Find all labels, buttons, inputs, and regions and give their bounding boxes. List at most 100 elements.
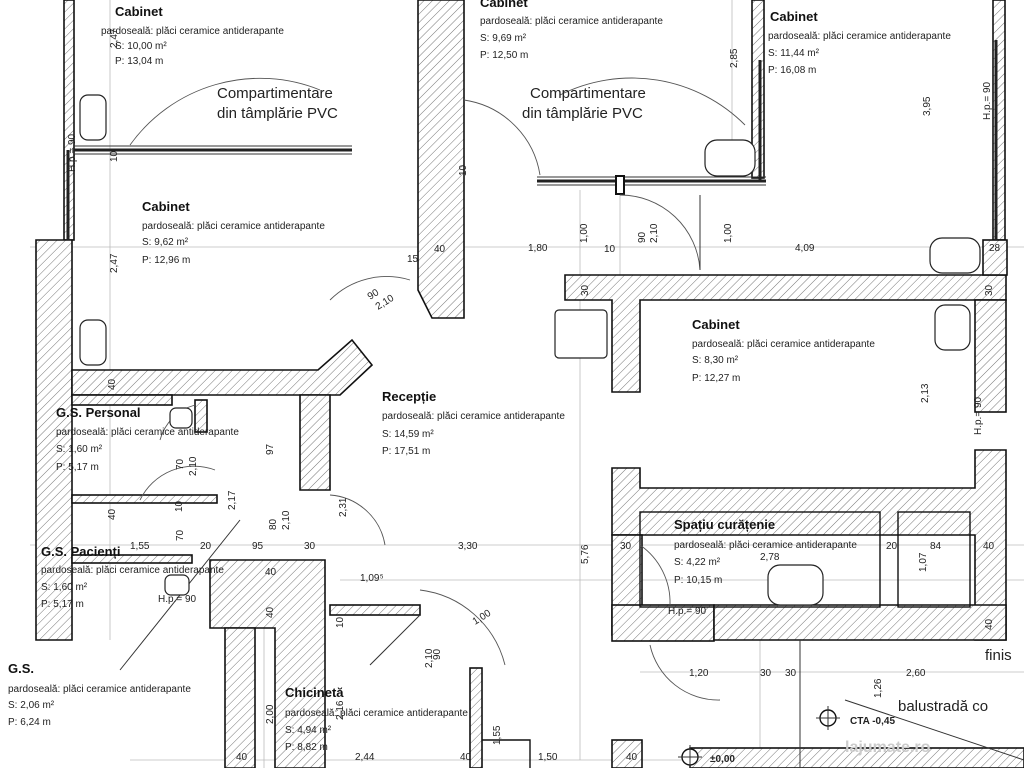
svg-text:2,10: 2,10 [649, 223, 660, 243]
svg-text:Cabinet: Cabinet [480, 0, 528, 10]
annotations: Compartimentare din tâmplărie PVC Compar… [217, 85, 1012, 765]
svg-text:P: 10,15 m: P: 10,15 m [674, 575, 722, 586]
svg-text:2,44: 2,44 [355, 752, 375, 763]
svg-text:40: 40 [434, 244, 446, 255]
room-spatiu-curatenie: Spațiu curățenie pardoseală: plăci ceram… [674, 517, 857, 586]
room-cabinet-1: Cabinet pardoseală: plăci ceramice antid… [101, 4, 284, 67]
svg-text:H.p.= 90: H.p.= 90 [668, 606, 707, 617]
svg-text:pardoseală: plăci ceramice ant: pardoseală: plăci ceramice antiderapante [382, 411, 565, 422]
svg-text:1,55: 1,55 [130, 541, 150, 552]
svg-text:pardoseală: plăci ceramice ant: pardoseală: plăci ceramice antiderapante [41, 565, 224, 576]
svg-text:Cabinet: Cabinet [115, 4, 163, 19]
svg-text:2,00: 2,00 [265, 704, 276, 724]
sink-icon [934, 304, 971, 351]
svg-text:2,47: 2,47 [109, 253, 120, 273]
svg-text:30: 30 [304, 541, 316, 552]
svg-text:5,76: 5,76 [580, 544, 591, 564]
svg-text:90: 90 [637, 231, 648, 243]
svg-text:1,26: 1,26 [873, 678, 884, 698]
svg-text:Cabinet: Cabinet [142, 199, 190, 214]
svg-text:3,95: 3,95 [922, 96, 933, 116]
svg-text:G.S.: G.S. [8, 661, 34, 676]
svg-text:70: 70 [175, 529, 186, 541]
room-gs-pacienti: G.S. Pacienți pardoseală: plăci ceramice… [41, 544, 224, 610]
svg-text:P: 12,27 m: P: 12,27 m [692, 373, 740, 384]
svg-text:2,17: 2,17 [227, 490, 238, 510]
room-gs-personal: G.S. Personal pardoseală: plăci ceramice… [56, 405, 239, 473]
svg-text:1,07: 1,07 [918, 552, 929, 572]
svg-text:2,10: 2,10 [281, 510, 292, 530]
svg-text:1,80: 1,80 [528, 243, 548, 254]
svg-text:G.S. Personal: G.S. Personal [56, 405, 141, 420]
svg-text:40: 40 [460, 752, 472, 763]
svg-text:pardoseală: plăci ceramice ant: pardoseală: plăci ceramice antiderapante [674, 540, 857, 551]
svg-text:40: 40 [107, 378, 118, 390]
svg-text:P: 6,24 m: P: 6,24 m [8, 717, 51, 728]
svg-text:30: 30 [984, 284, 995, 296]
svg-text:30: 30 [785, 668, 797, 679]
svg-text:pardoseală: plăci ceramice ant: pardoseală: plăci ceramice antiderapante [8, 684, 191, 695]
room-cabinet-4: Cabinet pardoseală: plăci ceramice antid… [768, 9, 951, 76]
svg-text:40: 40 [984, 618, 995, 630]
svg-text:10: 10 [458, 164, 469, 176]
chair-icon [554, 309, 608, 359]
svg-text:Compartimentare: Compartimentare [217, 85, 333, 102]
svg-text:pardoseală: plăci ceramice ant: pardoseală: plăci ceramice antiderapante [101, 26, 284, 37]
room-gs: G.S. pardoseală: plăci ceramice antidera… [8, 661, 191, 728]
svg-text:S: 4,94 m²: S: 4,94 m² [285, 725, 332, 736]
sanitary-fixtures [79, 94, 981, 606]
svg-text:1,00: 1,00 [579, 223, 590, 243]
svg-text:2,47: 2,47 [109, 28, 120, 48]
svg-text:20: 20 [886, 541, 898, 552]
svg-text:1,00: 1,00 [723, 223, 734, 243]
svg-text:finis: finis [985, 647, 1012, 664]
svg-text:balustradă co: balustradă co [898, 698, 988, 715]
room-cabinet-3: Cabinet pardoseală: plăci ceramice antid… [480, 0, 663, 61]
sink-icon [929, 237, 981, 274]
sink-icon [79, 319, 107, 366]
svg-text:pardoseală: plăci ceramice ant: pardoseală: plăci ceramice antiderapante [692, 339, 875, 350]
svg-text:Chicinetă: Chicinetă [285, 685, 344, 700]
svg-text:S: 9,62 m²: S: 9,62 m² [142, 237, 189, 248]
svg-text:P: 5,17 m: P: 5,17 m [41, 599, 84, 610]
room-cabinet-5: Cabinet pardoseală: plăci ceramice antid… [692, 317, 875, 384]
sink-icon [767, 564, 824, 606]
svg-text:pardoseală: plăci ceramice ant: pardoseală: plăci ceramice antiderapante [285, 708, 468, 719]
room-cabinet-2: Cabinet pardoseală: plăci ceramice antid… [142, 199, 325, 266]
svg-text:3,30: 3,30 [458, 541, 478, 552]
svg-text:40: 40 [983, 541, 995, 552]
svg-text:S: 14,59 m²: S: 14,59 m² [382, 429, 434, 440]
svg-text:P: 13,04 m: P: 13,04 m [115, 56, 163, 67]
svg-text:84: 84 [930, 541, 942, 552]
svg-text:2,78: 2,78 [760, 552, 780, 563]
svg-text:S: 1,60 m²: S: 1,60 m² [41, 582, 88, 593]
svg-text:70: 70 [175, 458, 186, 470]
svg-text:10: 10 [109, 150, 120, 162]
svg-text:40: 40 [626, 752, 638, 763]
svg-text:1,20: 1,20 [689, 668, 709, 679]
svg-text:Spațiu curățenie: Spațiu curățenie [674, 517, 775, 532]
svg-text:P: 17,51 m: P: 17,51 m [382, 446, 430, 457]
svg-text:S: 2,06 m²: S: 2,06 m² [8, 700, 55, 711]
room-receptie: Recepție pardoseală: plăci ceramice anti… [382, 389, 565, 457]
svg-text:lajumate.ro: lajumate.ro [845, 739, 931, 756]
svg-text:40: 40 [107, 508, 118, 520]
svg-text:P: 12,50 m: P: 12,50 m [480, 50, 528, 61]
svg-text:H.p.= 90: H.p.= 90 [973, 396, 984, 435]
svg-text:S: 4,22 m²: S: 4,22 m² [674, 557, 721, 568]
toilet-icon [164, 574, 190, 596]
sink-icon [704, 139, 756, 177]
svg-text:H.p.= 90: H.p.= 90 [982, 81, 993, 120]
room-outlines [482, 511, 971, 768]
svg-text:pardoseală: plăci ceramice ant: pardoseală: plăci ceramice antiderapante [56, 427, 239, 438]
svg-text:2,60: 2,60 [906, 668, 926, 679]
svg-text:2,13: 2,13 [920, 383, 931, 403]
svg-text:30: 30 [580, 284, 591, 296]
svg-text:2,85: 2,85 [729, 48, 740, 68]
svg-text:20: 20 [200, 541, 212, 552]
svg-text:15: 15 [407, 254, 419, 265]
svg-text:S: 8,30 m²: S: 8,30 m² [692, 355, 739, 366]
svg-text:40: 40 [265, 606, 276, 618]
room-labels: Cabinet pardoseală: plăci ceramice antid… [8, 0, 951, 753]
